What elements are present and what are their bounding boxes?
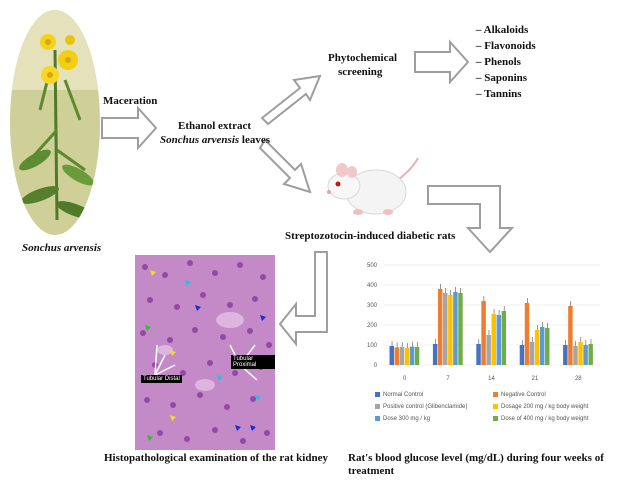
x-tick-label: 21 <box>532 376 539 382</box>
legend-swatch <box>493 404 498 410</box>
arrow-to-list <box>414 39 470 85</box>
legend-swatch <box>375 392 380 397</box>
legend-label: Dose of 400 mg / kg body weight <box>501 416 589 423</box>
bar <box>573 346 578 365</box>
y-tick-label: 100 <box>367 343 378 349</box>
bar <box>432 344 438 365</box>
bar <box>481 301 486 365</box>
arrow-maceration <box>101 105 158 151</box>
kidney-caption: Histopathological examination of the rat… <box>104 452 328 464</box>
bar <box>588 344 593 365</box>
list-item: – Saponins <box>476 72 528 84</box>
arrow-to-rats <box>258 138 312 194</box>
bar <box>578 342 583 365</box>
y-tick-label: 300 <box>367 303 378 309</box>
bar <box>524 303 530 365</box>
bar <box>399 347 405 365</box>
bar <box>534 330 540 365</box>
arrow-to-screening <box>260 74 322 126</box>
legend-swatch <box>493 392 498 397</box>
plant-name: Sonchus arvensis <box>22 242 102 254</box>
bar <box>496 315 502 365</box>
bar <box>519 345 525 365</box>
phyto-line1: Phytochemical <box>328 52 398 64</box>
legend-label: Negative Control <box>501 392 546 399</box>
rats-label: Streptozotocin-induced diabetic rats <box>285 230 456 242</box>
bar <box>448 295 453 365</box>
y-tick-label: 400 <box>367 283 378 289</box>
bar <box>539 327 545 365</box>
legend-swatch <box>375 416 380 422</box>
list-item: – Tannins <box>476 88 522 100</box>
y-tick-label: 0 <box>374 363 378 369</box>
bar <box>476 344 481 365</box>
bar <box>443 293 448 365</box>
phytochemical-list: – Alkaloids – Flavonoids – Phenols – Sap… <box>476 22 536 102</box>
legend-label: Dosage 200 mg / kg body weight <box>501 404 589 411</box>
rat-image <box>318 150 420 226</box>
bar <box>414 347 420 365</box>
legend-label: Dose 300 mg / kg <box>383 416 431 423</box>
list-item: – Flavonoids <box>476 40 536 52</box>
bar <box>409 346 415 365</box>
list-item: – Phenols <box>476 56 521 68</box>
bar <box>394 347 400 365</box>
bar <box>545 328 550 365</box>
bar <box>491 314 496 365</box>
glucose-chart: 0 100 200 300 400 500 0 7 14 21 28 <box>367 263 600 382</box>
extract-line2: Sonchus arvensis leaves <box>160 134 271 146</box>
bar <box>568 306 573 365</box>
list-item: – Alkaloids <box>476 24 529 36</box>
legend-swatch <box>493 416 498 422</box>
tag-tubular-distal: Tubular Distal <box>141 375 182 383</box>
legend-item: Dosage 200 mg / kg body weight <box>493 404 605 410</box>
bar <box>529 342 535 365</box>
legend-item: Positive control (Glibenclamide) <box>375 404 487 410</box>
legend-label: Normal Control <box>383 392 424 399</box>
legend-item: Normal Control <box>375 392 487 398</box>
x-tick-label: 14 <box>488 376 495 382</box>
bar <box>389 346 394 365</box>
arrow-to-kidney <box>278 251 328 347</box>
tag-tubular-proximal: Tubular Proximal <box>231 355 275 369</box>
kidney-histology-image: Tubular Distal Tubular Proximal <box>135 255 275 450</box>
bar <box>453 292 458 365</box>
legend-item: Dose 300 mg / kg <box>375 416 487 422</box>
extract-line1: Ethanol extract <box>178 120 252 132</box>
legend-item: Dose of 400 mg / kg body weight <box>493 416 605 422</box>
legend-item: Negative Control <box>493 392 605 398</box>
legend-label: Positive control (Glibenclamide) <box>383 404 468 411</box>
x-tick-label: 7 <box>446 376 450 382</box>
bar <box>404 348 410 365</box>
y-tick-label: 500 <box>367 263 378 269</box>
arrow-to-chart <box>427 185 515 254</box>
x-tick-label: 28 <box>575 376 582 382</box>
bar <box>486 335 491 365</box>
phyto-line2: screening <box>338 66 383 78</box>
legend-swatch <box>375 404 380 410</box>
bar <box>583 345 588 365</box>
x-tick-label: 0 <box>403 376 407 382</box>
bar <box>501 311 507 365</box>
bar <box>458 293 463 365</box>
bar <box>563 345 568 365</box>
maceration-label: Maceration <box>103 95 158 107</box>
bar <box>437 289 443 365</box>
y-tick-label: 200 <box>367 323 378 329</box>
chart-caption: Rat's blood glucose level (mg/dL) during… <box>348 452 604 477</box>
